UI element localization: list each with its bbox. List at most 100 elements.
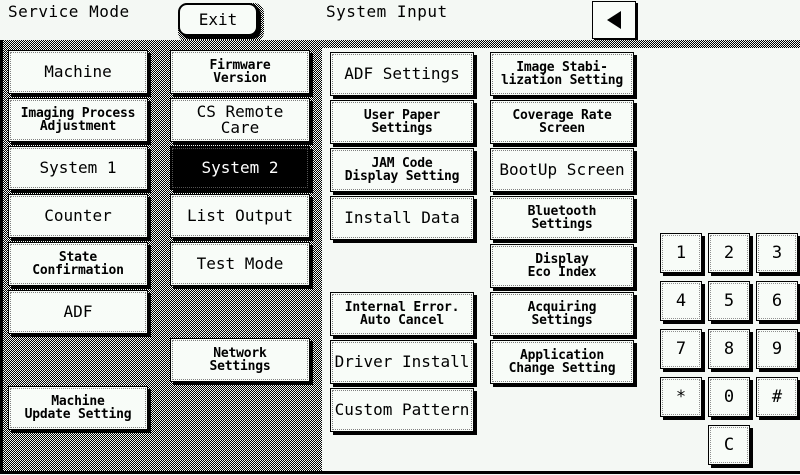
keypad-key-7[interactable]: 7 xyxy=(660,329,702,369)
menu-button-custom-pattern[interactable]: Custom Pattern xyxy=(330,388,474,432)
menu-button-label: User Paper Settings xyxy=(363,107,441,136)
menu-button-acquiring-settings[interactable]: Acquiring Settings xyxy=(490,292,634,336)
keypad-key-4[interactable]: 4 xyxy=(660,281,702,321)
keypad-key-label: * xyxy=(675,387,687,407)
menu-button-internal-error-auto-cancel[interactable]: Internal Error. Auto Cancel xyxy=(330,292,474,336)
keypad-key-5[interactable]: 5 xyxy=(708,281,750,321)
menu-button-bluetooth-settings[interactable]: Bluetooth Settings xyxy=(490,196,634,240)
key-inner-outline xyxy=(710,427,748,463)
menu-button-firmware-version[interactable]: Firmware Version xyxy=(170,50,310,94)
menu-button-label: State Confirmation xyxy=(32,249,124,278)
keypad-key-label: 5 xyxy=(723,291,735,311)
keypad-key-label: 7 xyxy=(675,339,687,359)
keypad-key-label: 3 xyxy=(771,243,783,263)
keypad-key-6[interactable]: 6 xyxy=(756,281,798,321)
page-title-service-mode: Service Mode xyxy=(8,2,130,21)
keypad-key-label: 4 xyxy=(675,291,687,311)
menu-button-list-output[interactable]: List Output xyxy=(170,194,310,238)
menu-button-bootup-screen[interactable]: BootUp Screen xyxy=(490,148,634,192)
menu-button-label: CS Remote Care xyxy=(196,101,284,137)
key-inner-outline xyxy=(758,379,796,415)
menu-button-label: System 1 xyxy=(39,157,117,177)
page-title-system-input: System Input xyxy=(326,2,448,21)
menu-button-label: Machine Update Setting xyxy=(24,393,132,422)
keypad-key-0[interactable]: 0 xyxy=(708,377,750,417)
keypad-key-3[interactable]: 3 xyxy=(756,233,798,273)
menu-button-network-settings[interactable]: Network Settings xyxy=(170,338,310,382)
keypad-key-label: 1 xyxy=(675,243,687,263)
menu-button-label: Display Eco Index xyxy=(527,251,597,280)
menu-button-label: Custom Pattern xyxy=(334,399,470,419)
exit-button[interactable]: Exit xyxy=(178,3,258,36)
left-border xyxy=(0,40,3,472)
bottom-border xyxy=(0,471,800,474)
keypad-key-label: 9 xyxy=(771,339,783,359)
menu-button-label: Install Data xyxy=(344,207,460,227)
key-inner-outline xyxy=(710,283,748,319)
menu-button-jam-code-display-setting[interactable]: JAM Code Display Setting xyxy=(330,148,474,192)
keypad-key-clear[interactable]: C xyxy=(708,425,750,465)
menu-button-label: ADF xyxy=(63,301,93,321)
keypad-key-hash[interactable]: # xyxy=(756,377,798,417)
keypad-key-1[interactable]: 1 xyxy=(660,233,702,273)
keypad-key-label: 2 xyxy=(723,243,735,263)
menu-button-adf[interactable]: ADF xyxy=(8,290,148,334)
menu-button-driver-install[interactable]: Driver Install xyxy=(330,340,474,384)
menu-button-install-data[interactable]: Install Data xyxy=(330,196,474,240)
key-inner-outline xyxy=(758,283,796,319)
exit-button-label: Exit xyxy=(198,10,238,29)
key-inner-outline xyxy=(662,283,700,319)
keypad-key-star[interactable]: * xyxy=(660,377,702,417)
keypad-key-label: 8 xyxy=(723,339,735,359)
keypad-key-8[interactable]: 8 xyxy=(708,329,750,369)
menu-button-label: Imaging Process Adjustment xyxy=(20,105,136,134)
key-inner-outline xyxy=(710,379,748,415)
menu-button-label: Test Mode xyxy=(196,253,284,273)
menu-button-label: Coverage Rate Screen xyxy=(512,107,612,136)
menu-button-label: Network Settings xyxy=(209,345,271,374)
key-inner-outline xyxy=(662,331,700,367)
menu-button-counter[interactable]: Counter xyxy=(8,194,148,238)
key-inner-outline xyxy=(758,235,796,271)
menu-button-system-1[interactable]: System 1 xyxy=(8,146,148,190)
menu-button-label: Firmware Version xyxy=(209,57,271,86)
menu-button-label: Application Change Setting xyxy=(508,347,616,376)
menu-button-label: BootUp Screen xyxy=(499,159,625,179)
menu-button-label: JAM Code Display Setting xyxy=(344,155,460,184)
keypad-key-label: C xyxy=(723,435,735,455)
menu-button-label: System 2 xyxy=(201,157,279,177)
menu-button-cs-remote-care[interactable]: CS Remote Care xyxy=(170,98,310,142)
menu-button-coverage-rate-screen[interactable]: Coverage Rate Screen xyxy=(490,100,634,144)
menu-button-image-stabi-lization-setting[interactable]: Image Stabi- lization Setting xyxy=(490,52,634,96)
menu-button-label: Bluetooth Settings xyxy=(527,203,597,232)
keypad-key-label: 0 xyxy=(723,387,735,407)
header-bar: Service Mode Exit System Input xyxy=(0,0,800,42)
menu-button-imaging-process-adjustment[interactable]: Imaging Process Adjustment xyxy=(8,98,148,142)
menu-button-label: Acquiring Settings xyxy=(527,299,597,328)
keypad-key-label: 6 xyxy=(771,291,783,311)
menu-button-user-paper-settings[interactable]: User Paper Settings xyxy=(330,100,474,144)
keypad-key-label: # xyxy=(771,387,783,407)
menu-button-label: List Output xyxy=(187,205,293,225)
menu-button-label: Driver Install xyxy=(334,351,470,371)
menu-button-state-confirmation[interactable]: State Confirmation xyxy=(8,242,148,286)
menu-button-label: Counter xyxy=(44,205,112,225)
menu-button-label: Internal Error. Auto Cancel xyxy=(344,299,460,328)
key-inner-outline xyxy=(662,379,700,415)
menu-button-machine[interactable]: Machine xyxy=(8,50,148,94)
menu-button-adf-settings[interactable]: ADF Settings xyxy=(330,52,474,96)
keypad-key-2[interactable]: 2 xyxy=(708,233,750,273)
menu-button-application-change-setting[interactable]: Application Change Setting xyxy=(490,340,634,384)
menu-button-label: Machine xyxy=(44,61,112,81)
menu-button-test-mode[interactable]: Test Mode xyxy=(170,242,310,286)
menu-button-label: Image Stabi- lization Setting xyxy=(500,59,624,88)
back-button[interactable] xyxy=(592,1,636,39)
keypad-key-9[interactable]: 9 xyxy=(756,329,798,369)
menu-button-display-eco-index[interactable]: Display Eco Index xyxy=(490,244,634,288)
top-divider-strip xyxy=(0,40,800,48)
menu-button-machine-update-setting[interactable]: Machine Update Setting xyxy=(8,386,148,430)
key-inner-outline xyxy=(710,235,748,271)
menu-button-system-2[interactable]: System 2 xyxy=(170,146,310,190)
key-inner-outline xyxy=(710,331,748,367)
